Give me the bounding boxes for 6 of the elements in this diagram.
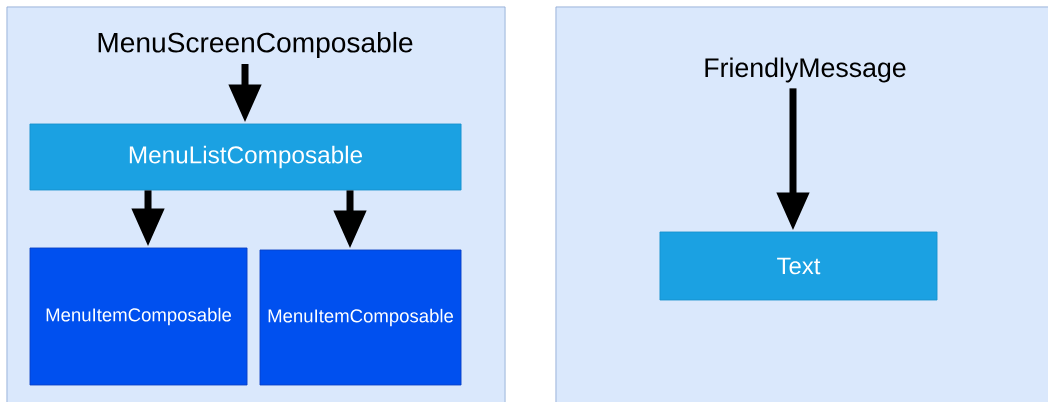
component-box: MenuItemComposable (29, 247, 248, 386)
component-box: Text (659, 231, 938, 301)
component-box: MenuListComposable (29, 123, 462, 191)
component-label: MenuScreenComposable (98, 31, 413, 59)
component-box: MenuItemComposable (259, 249, 462, 386)
component-label: FriendlyMessage (705, 57, 906, 83)
